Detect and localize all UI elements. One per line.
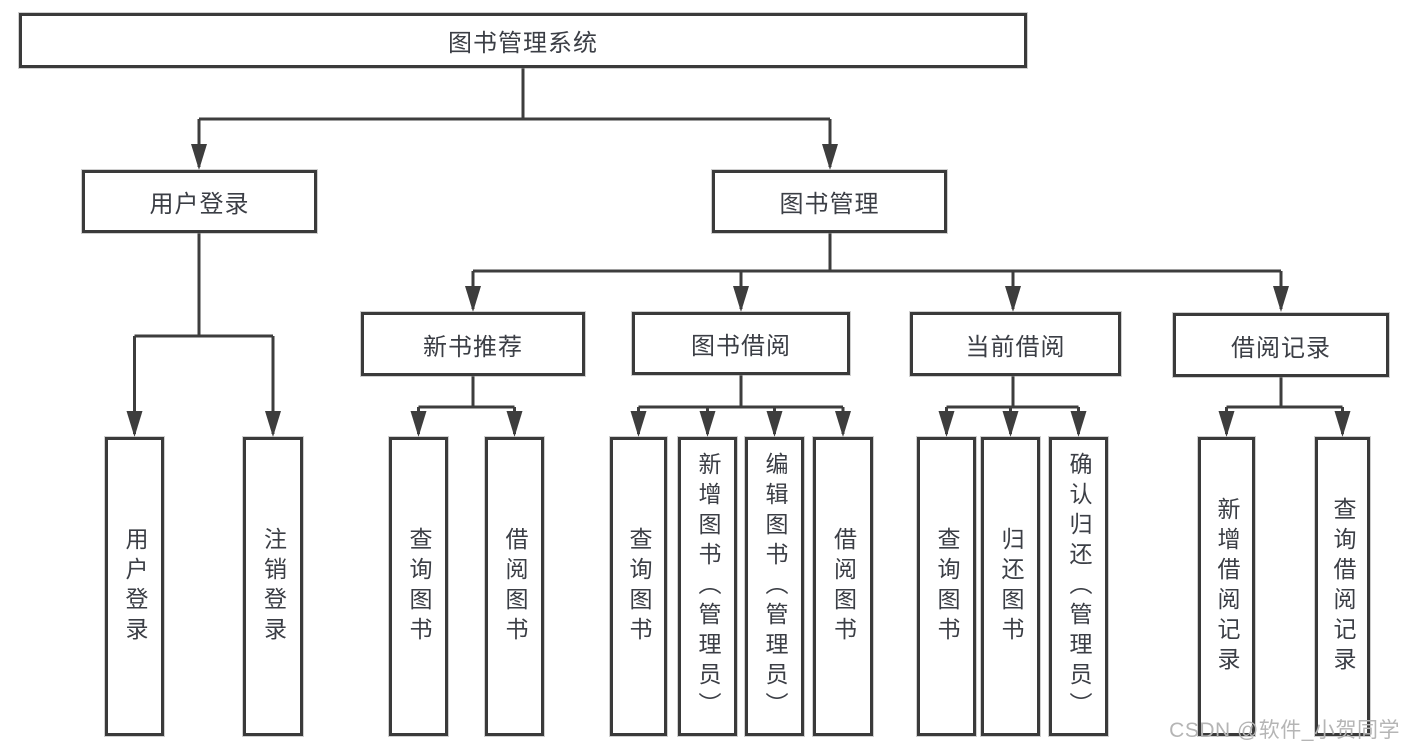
leaf-br-query-record-node: 查询借阅记录 [1315, 437, 1370, 736]
leaf-logout-node: 注销登录 [243, 437, 303, 736]
leaf-cb-return-books-label: 归还图书 [998, 526, 1024, 647]
leaf-nb-query-books-label: 查询图书 [406, 526, 432, 647]
leaf-nb-query-books-node: 查询图书 [389, 437, 448, 736]
leaf-logout-label: 注销登录 [260, 526, 287, 647]
new-book-recommend-label: 新书推荐 [423, 333, 523, 361]
leaf-br-add-record-node: 新增借阅记录 [1198, 437, 1255, 736]
borrow-records-label: 借阅记录 [1231, 334, 1331, 362]
new-book-recommend-node: 新书推荐 [361, 312, 585, 376]
current-borrow-label: 当前借阅 [965, 333, 1066, 361]
book-management-branch-label: 图书管理 [779, 191, 880, 218]
leaf-bb-query-books-node: 查询图书 [610, 437, 667, 736]
leaf-bb-add-books-label: 新增图书（管理员） [695, 451, 721, 722]
user-login-branch-label: 用户登录 [149, 191, 250, 218]
user-login-branch-node: 用户登录 [82, 170, 317, 233]
leaf-bb-edit-books-node: 编辑图书（管理员） [745, 437, 804, 736]
leaf-br-query-record-label: 查询借阅记录 [1330, 496, 1356, 677]
root-node-label: 图书管理系统 [448, 30, 598, 57]
leaf-bb-borrow-books-label: 借阅图书 [830, 526, 857, 647]
current-borrow-node: 当前借阅 [910, 312, 1121, 376]
leaf-cb-confirm-return-node: 确认归还（管理员） [1049, 437, 1108, 736]
book-borrow-label: 图书借阅 [691, 333, 791, 360]
borrow-records-node: 借阅记录 [1173, 313, 1389, 377]
leaf-nb-borrow-books-label: 借阅图书 [502, 526, 528, 647]
book-management-branch-node: 图书管理 [712, 170, 947, 233]
leaf-nb-borrow-books-node: 借阅图书 [485, 437, 544, 736]
leaf-user-login-node: 用户登录 [105, 437, 164, 736]
leaf-user-login-label: 用户登录 [122, 526, 148, 647]
leaf-bb-edit-books-label: 编辑图书（管理员） [762, 451, 788, 722]
leaf-bb-query-books-label: 查询图书 [626, 526, 652, 647]
book-borrow-node: 图书借阅 [632, 312, 850, 375]
root-node: 图书管理系统 [19, 13, 1027, 68]
leaf-br-add-record-label: 新增借阅记录 [1214, 496, 1240, 677]
leaf-cb-return-books-node: 归还图书 [981, 437, 1040, 736]
leaf-cb-query-books-node: 查询图书 [917, 437, 976, 736]
leaf-bb-borrow-books-node: 借阅图书 [813, 437, 873, 736]
leaf-bb-add-books-node: 新增图书（管理员） [678, 437, 737, 736]
leaf-cb-confirm-return-label: 确认归还（管理员） [1066, 451, 1092, 722]
leaf-cb-query-books-label: 查询图书 [934, 526, 960, 647]
